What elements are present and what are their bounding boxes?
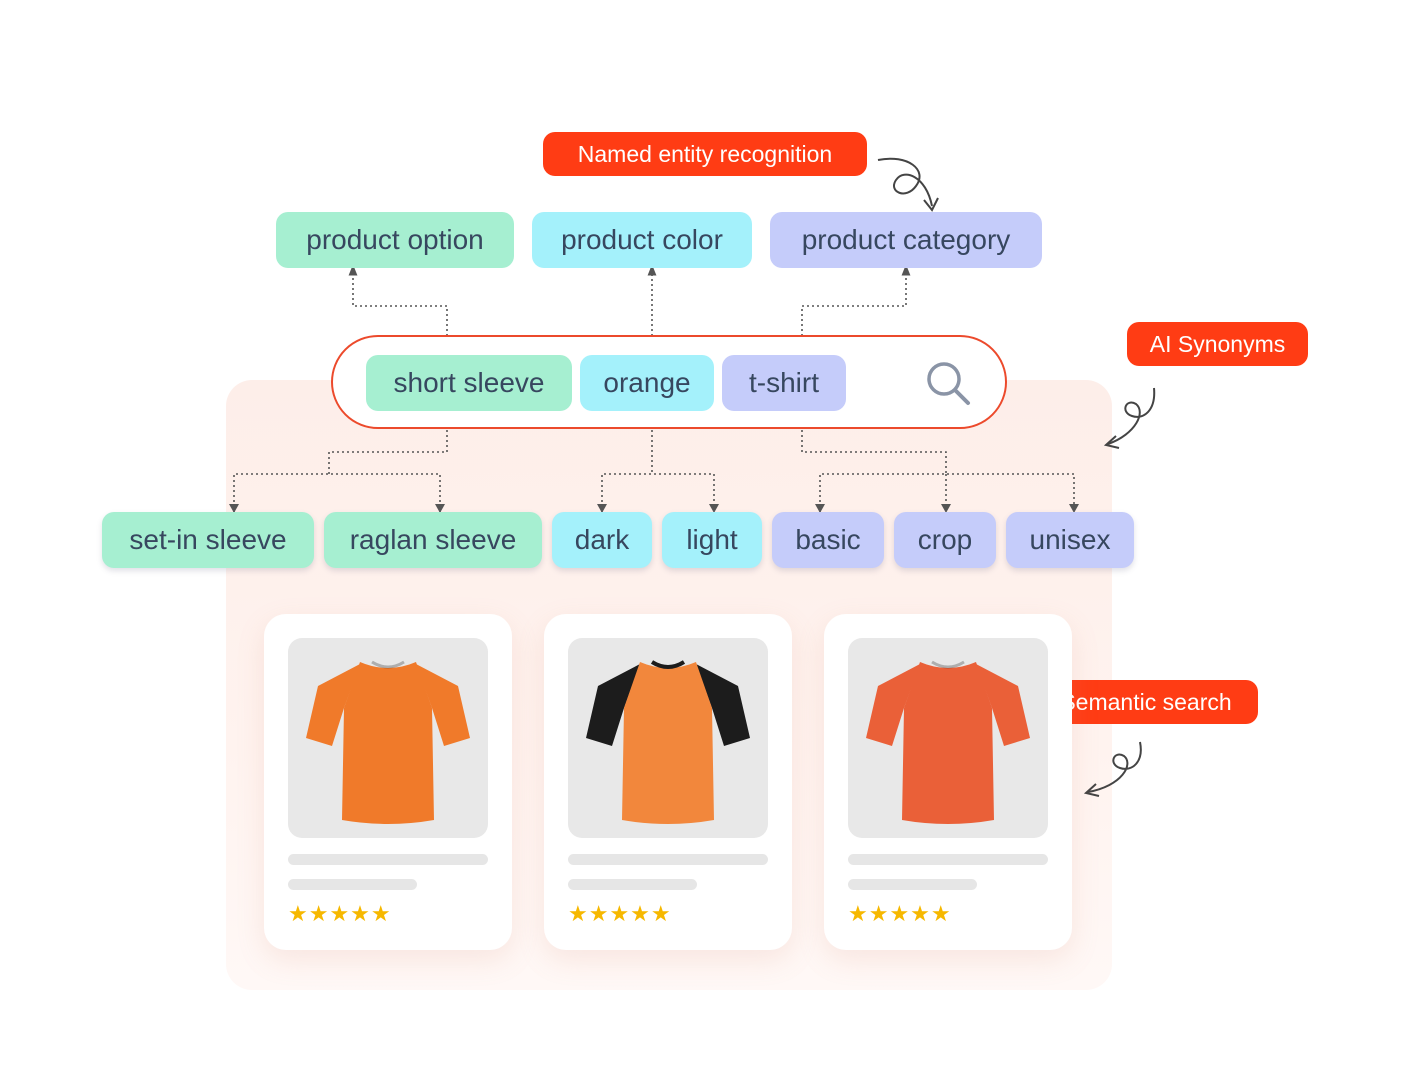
product-card[interactable]: ★★★★★	[544, 614, 792, 950]
subtitle-placeholder	[848, 879, 977, 890]
callout-named-entity-recognition: Named entity recognition	[543, 132, 867, 176]
product-card[interactable]: ★★★★★	[824, 614, 1072, 950]
synonym-light: light	[662, 512, 762, 568]
entity-product-color: product color	[532, 212, 752, 268]
search-token-orange[interactable]: orange	[580, 355, 714, 411]
star-rating: ★★★★★	[288, 901, 392, 926]
synonym-basic: basic	[772, 512, 884, 568]
subtitle-placeholder	[568, 879, 697, 890]
synonym-raglan-sleeve: raglan sleeve	[324, 512, 542, 568]
product-image	[848, 638, 1048, 838]
curly-arrow-icon	[1103, 387, 1156, 449]
tshirt-body-icon	[902, 662, 994, 824]
product-image	[568, 638, 768, 838]
tshirt-sleeves-icon	[586, 664, 750, 746]
synonym-dark: dark	[552, 512, 652, 568]
star-rating: ★★★★★	[568, 901, 672, 926]
search-token-short-sleeve[interactable]: short sleeve	[366, 355, 572, 411]
synonym-set-in-sleeve: set-in sleeve	[102, 512, 314, 568]
title-placeholder	[288, 854, 488, 865]
product-card[interactable]: ★★★★★	[264, 614, 512, 950]
callout-ai-synonyms: AI Synonyms	[1127, 322, 1308, 366]
title-placeholder	[848, 854, 1048, 865]
synonym-unisex: unisex	[1006, 512, 1134, 568]
tshirt-sleeves-icon	[866, 664, 1030, 746]
tshirt-body-icon	[622, 662, 714, 824]
title-placeholder	[568, 854, 768, 865]
tshirt-sleeves-icon	[306, 664, 470, 746]
search-icon[interactable]	[925, 360, 971, 406]
curly-arrow-icon	[1083, 741, 1142, 797]
product-image	[288, 638, 488, 838]
curly-arrow-icon	[877, 157, 939, 212]
synonym-crop: crop	[894, 512, 996, 568]
search-token-t-shirt[interactable]: t-shirt	[722, 355, 846, 411]
subtitle-placeholder	[288, 879, 417, 890]
star-rating: ★★★★★	[848, 901, 952, 926]
entity-product-option: product option	[276, 212, 514, 268]
entity-product-category: product category	[770, 212, 1042, 268]
tshirt-body-icon	[342, 662, 434, 824]
